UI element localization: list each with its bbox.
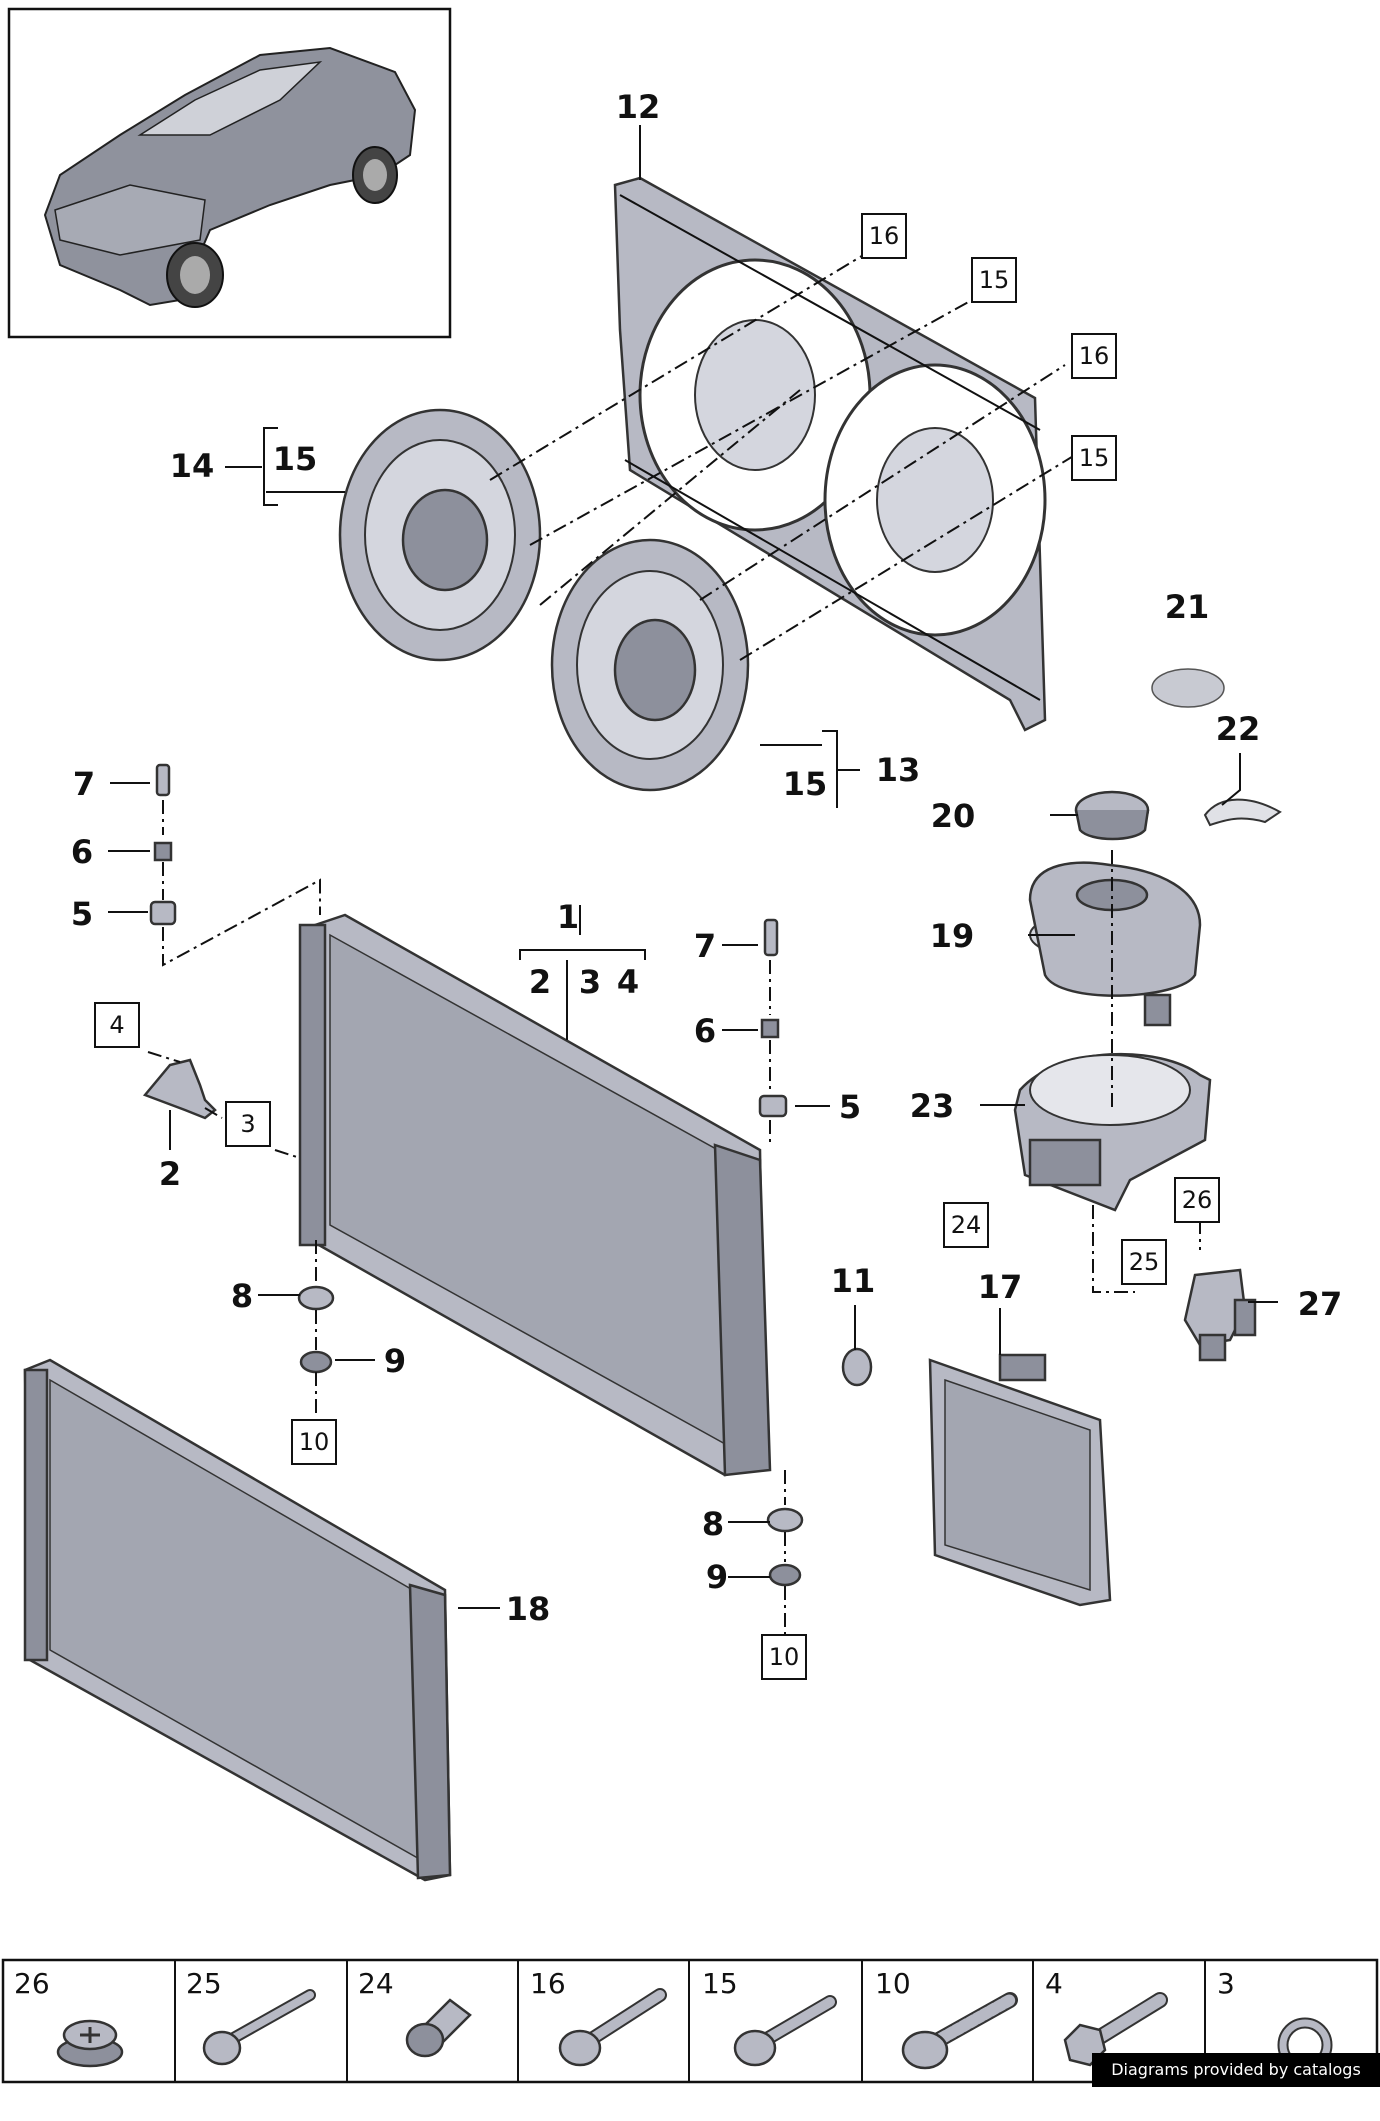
callout-5-right: 5 (839, 1088, 861, 1126)
fastener-strip: 26 25 24 16 15 10 4 3 (1, 1958, 1379, 2084)
mount-parts (149, 763, 873, 1587)
callout-1: 1 (557, 898, 579, 936)
strip-label-26: 26 (14, 1967, 50, 2000)
torx-bolt-icon (558, 1988, 667, 2067)
tank-holder-23 (1013, 1052, 1212, 1212)
strip-label-3: 3 (1217, 1967, 1235, 2000)
radiator-18 (23, 1358, 452, 1882)
vehicle-thumbnail (7, 7, 452, 339)
boxed-callout-16-top: 16 (869, 222, 900, 250)
callout-19: 19 (930, 917, 975, 955)
strip-label-25: 25 (186, 1967, 222, 2000)
callout-6-left: 6 (71, 833, 93, 871)
callout-2: 2 (159, 1155, 181, 1193)
radiator-1 (298, 913, 772, 1477)
sticker-21 (1151, 668, 1225, 708)
callout-13: 13 (876, 751, 921, 789)
boxed-callout-4: 4 (109, 1011, 124, 1039)
fan-wheel-13 (550, 538, 750, 792)
expansion-tank-19 (1028, 861, 1202, 1027)
flange-bolt-icon (202, 1989, 316, 2066)
boxed-callout-10-left: 10 (299, 1428, 330, 1456)
callout-6-right: 6 (694, 1012, 716, 1050)
torx-bolt-short-icon (733, 1995, 837, 2067)
boxed-callout-26: 26 (1182, 1186, 1213, 1214)
valve-27 (1183, 1268, 1257, 1362)
callout-14: 14 (170, 447, 215, 485)
boxed-callout-24: 24 (951, 1211, 982, 1239)
strip-label-24: 24 (358, 1967, 394, 2000)
callout-21: 21 (1165, 588, 1210, 626)
boxed-callout-10-right: 10 (769, 1643, 800, 1671)
callout-9-left: 9 (384, 1342, 406, 1380)
callout-15-fan14: 15 (273, 440, 318, 478)
boxed-callout-25: 25 (1129, 1248, 1160, 1276)
fan-assembly-dash-lines (489, 244, 1076, 661)
boxed-callout-15-right: 15 (1079, 444, 1110, 472)
watermark: Diagrams provided by catalogs parts (1092, 2053, 1380, 2113)
strip-label-16: 16 (530, 1967, 566, 2000)
callout-17: 17 (978, 1268, 1023, 1306)
callout-27: 27 (1298, 1285, 1343, 1323)
callout-9-right: 9 (706, 1558, 728, 1596)
callout-20: 20 (931, 797, 976, 835)
callout-5-left: 5 (71, 895, 93, 933)
callout-4-sub: 4 (617, 963, 639, 1001)
callout-3-sub: 3 (579, 963, 601, 1001)
auxiliary-cooler-17 (928, 1353, 1112, 1607)
callout-8-left: 8 (231, 1277, 253, 1315)
strip-label-4: 4 (1045, 1967, 1063, 2000)
callout-11: 11 (831, 1262, 876, 1300)
leader-lines (108, 125, 1278, 1609)
sleeve-nut-icon (405, 1998, 472, 2058)
callout-15-fan13: 15 (783, 765, 828, 803)
callout-23: 23 (910, 1087, 955, 1125)
fan-wheel-14 (338, 408, 542, 662)
plug-cap-icon (56, 2019, 124, 2068)
boxed-callout-16-right: 16 (1079, 342, 1110, 370)
callout-8-right: 8 (702, 1505, 724, 1543)
callout-2-sub: 2 (529, 963, 551, 1001)
assembly-dash-lines (147, 800, 1201, 1638)
callout-7-left: 7 (73, 765, 95, 803)
boxed-callouts: 16 15 16 15 4 3 10 10 24 25 26 (94, 213, 1220, 1680)
callout-18: 18 (506, 1590, 551, 1628)
boxed-callout-15-top: 15 (979, 266, 1010, 294)
strip-label-15: 15 (702, 1967, 738, 2000)
callout-labels: 1 2 3 4 2 5 6 7 5 6 7 8 9 8 9 11 12 13 1… (71, 88, 1342, 1628)
callout-12: 12 (616, 88, 661, 126)
callout-22: 22 (1216, 710, 1261, 748)
tank-cap-20 (1074, 790, 1150, 841)
strip-label-10: 10 (875, 1967, 911, 2000)
sensor-2 (142, 1058, 217, 1120)
self-tapping-screw-icon (901, 1992, 1018, 2070)
warning-label-22 (1203, 798, 1282, 827)
fan-shroud-frame (613, 176, 1047, 732)
boxed-callout-3: 3 (240, 1110, 255, 1138)
callout-7-right: 7 (694, 927, 716, 965)
